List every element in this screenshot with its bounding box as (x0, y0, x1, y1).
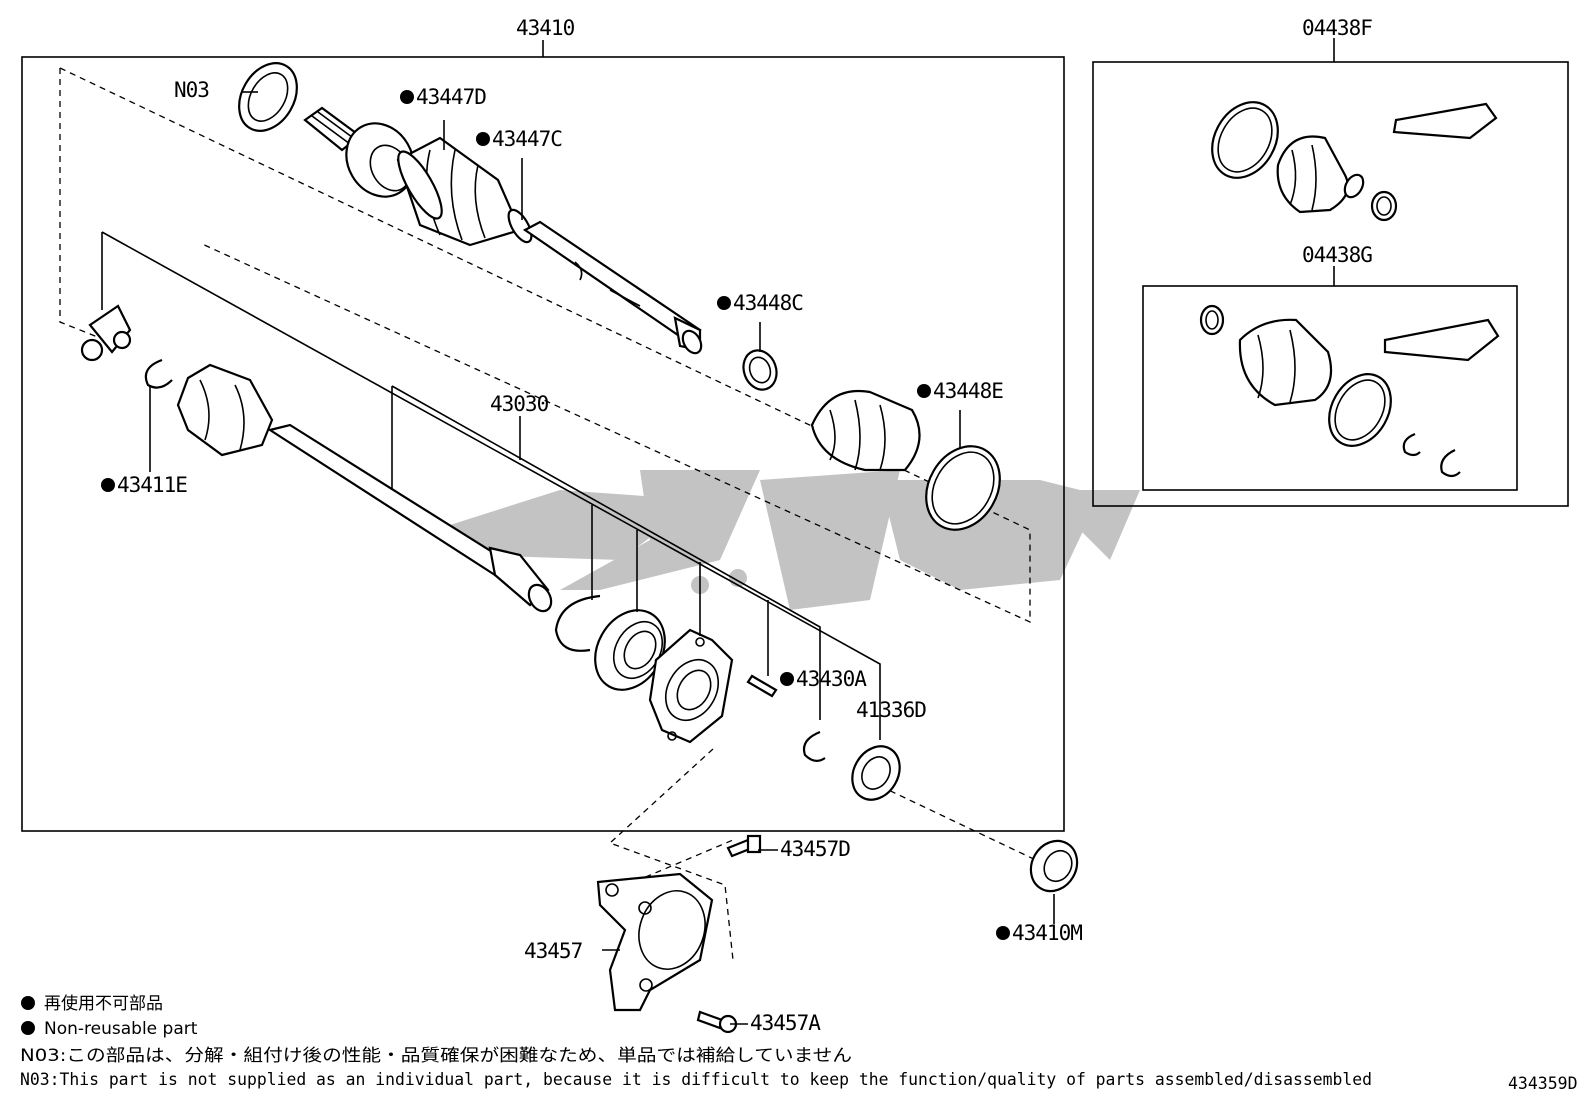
leader-lines (101, 91, 1055, 1025)
label-43410: 43410 (516, 16, 575, 40)
pin-43430a (746, 674, 778, 698)
seal-41336d (851, 745, 901, 801)
label-43030: 43030 (490, 392, 549, 416)
note-en: N03:This part is not supplied as an indi… (20, 1070, 1372, 1089)
label-43411e: 43411E (117, 473, 187, 497)
non-reusable-marker-icon (476, 132, 490, 146)
non-reusable-marker-icon (780, 672, 794, 686)
label-04438g: 04438G (1302, 243, 1372, 267)
n03-seal-ring (238, 62, 298, 132)
bolt-43457a (696, 1010, 738, 1034)
bolt-43457d (726, 834, 762, 858)
watermark (450, 470, 1140, 610)
inner-joint-long-shaft (80, 304, 553, 613)
label-43410m: 43410M (1012, 921, 1082, 945)
diagram-id: 434359D (1508, 1074, 1578, 1093)
non-reusable-marker-icon (996, 926, 1010, 940)
label-43457d: 43457D (780, 837, 850, 861)
bearing-housing (648, 628, 734, 744)
outer-cv-joint-shaft (303, 106, 703, 355)
non-reusable-marker-icon (101, 478, 115, 492)
non-reusable-marker-icon (917, 384, 931, 398)
label-43447d: 43447D (416, 85, 486, 109)
boot-kit-f-box (1092, 61, 1569, 507)
label-43430a: 43430A (796, 667, 867, 691)
seal-43410m (1029, 839, 1079, 893)
kit-04438g-parts (1199, 304, 1500, 478)
legend-marker-icon (21, 1021, 35, 1035)
note-jp: N03:この部品は、分解・組付け後の性能・品質確保が困難なため、単品では補給して… (20, 1046, 852, 1066)
dashed-guide-lines (59, 67, 1041, 961)
label-04438f: 04438F (1302, 16, 1372, 40)
label-41336d: 41336D (856, 698, 926, 722)
clamp-43448c (742, 349, 778, 391)
circlip (802, 730, 826, 762)
label-43448e: 43448E (933, 379, 1003, 403)
label-43457: 43457 (524, 939, 583, 963)
snap-ring-43411e (144, 358, 173, 389)
label-43448c: 43448C (733, 291, 803, 315)
non-reusable-marker-icon (717, 296, 731, 310)
label-43457a: 43457A (750, 1011, 821, 1035)
legend-marker-icon (21, 996, 35, 1010)
legend-en: Non-reusable part (44, 1019, 198, 1039)
snap-ring (554, 594, 601, 652)
non-reusable-marker-icon (400, 90, 414, 104)
legend-jp: 再使用不可部品 (44, 993, 163, 1014)
label-43447c: 43447C (492, 127, 562, 151)
boot-kit-g-box (1142, 285, 1518, 491)
bracket-43457 (596, 872, 714, 1012)
boot-43448e (810, 389, 1001, 531)
label-n03: N03 (174, 78, 209, 102)
kit-04438f-parts (1211, 101, 1498, 222)
